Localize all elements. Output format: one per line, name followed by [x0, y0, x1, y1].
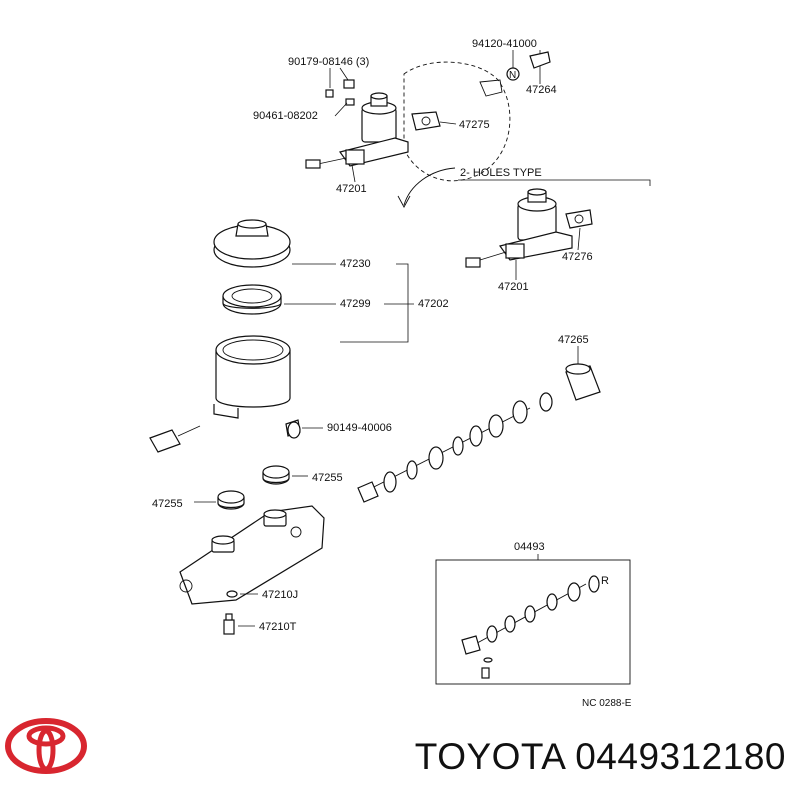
master-cylinder-assembly-top — [305, 92, 409, 169]
label-47275: 47275 — [459, 119, 490, 131]
piston-assembly — [357, 400, 531, 503]
bolt-small-part — [325, 79, 355, 106]
label-90149-40006: 90149-40006 — [327, 422, 392, 434]
gasket-47275 — [411, 111, 441, 131]
kit-mark-r: R — [601, 575, 609, 587]
boot-47265 — [565, 363, 601, 401]
assembly-arrow — [403, 167, 456, 206]
label-90179-08146: 90179-08146 (3) — [288, 56, 369, 68]
reservoir-filter-47299 — [222, 284, 282, 315]
reservoir-cap-47230 — [213, 219, 291, 268]
master-cylinder-2-holes — [465, 188, 573, 268]
label-47201-holes: 47201 — [498, 281, 529, 293]
label-04493: 04493 — [514, 541, 545, 553]
label-47264: 47264 — [526, 84, 557, 96]
label-2-holes-type: 2- HOLES TYPE — [460, 167, 542, 179]
label-47276: 47276 — [562, 251, 593, 263]
label-47299: 47299 — [340, 298, 371, 310]
label-47255-lower: 47255 — [152, 498, 183, 510]
o-ring-47210j — [226, 590, 238, 598]
label-47210t: 47210T — [259, 621, 297, 633]
label-90461-08202: 90461-08202 — [253, 110, 318, 122]
assembly-arrow-head — [397, 195, 411, 208]
master-cylinder-body — [179, 505, 325, 605]
brand-part-number: TOYOTA 0449312180 — [415, 736, 786, 778]
label-47265: 47265 — [558, 334, 589, 346]
clip-47264 — [529, 51, 551, 69]
kit-box — [435, 559, 631, 685]
brake-booster — [403, 61, 511, 182]
brand-name: TOYOTA — [414, 736, 565, 777]
reservoir-body — [213, 335, 291, 419]
brand-footer: TOYOTA 0449312180 — [0, 700, 800, 800]
reference-code: NC 0288-E — [582, 698, 632, 709]
holes-type-bracket — [458, 179, 651, 186]
label-47255-upper: 47255 — [312, 472, 343, 484]
label-94120-41000: 94120-41000 — [472, 38, 537, 50]
label-47201-top: 47201 — [336, 183, 367, 195]
grommet-47255-lower — [217, 490, 245, 510]
level-sensor-connector — [149, 425, 201, 453]
gasket-47276 — [565, 209, 593, 229]
nut-94120: N — [506, 67, 520, 81]
kit-piston-assembly — [461, 575, 600, 679]
bleeder-47210t — [223, 613, 235, 635]
snap-ring — [539, 392, 553, 412]
grommet-47255-upper — [262, 465, 290, 485]
bracket-47202-group — [340, 263, 409, 343]
toyota-logo-icon — [5, 718, 87, 774]
svg-text:N: N — [509, 70, 516, 81]
label-47230: 47230 — [340, 258, 371, 270]
label-47202: 47202 — [418, 298, 449, 310]
part-number: 0449312180 — [575, 736, 786, 777]
label-47210j: 47210J — [262, 589, 298, 601]
bolt-90149 — [285, 419, 301, 439]
